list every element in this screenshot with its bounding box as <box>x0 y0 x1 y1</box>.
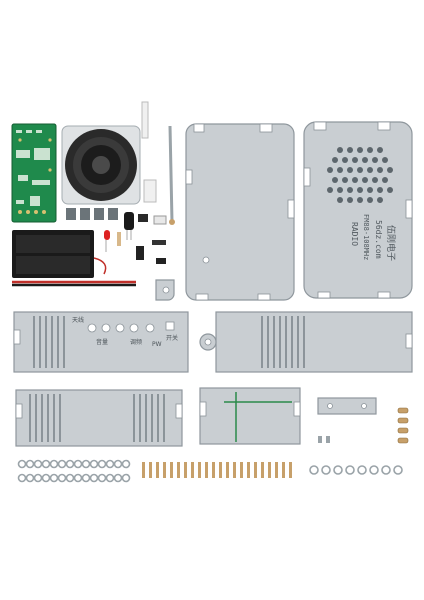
speaker-grille <box>327 147 393 203</box>
header-pins <box>141 101 157 203</box>
hex-nuts <box>309 465 403 475</box>
pcb-board <box>11 123 57 223</box>
side-panel-fins-right <box>199 311 413 373</box>
side-panel-controls: 天线 音量 调频 PW 开关 <box>13 311 189 373</box>
potentiometers <box>66 208 118 220</box>
battery-holder <box>12 230 136 287</box>
label-antenna: 天线 <box>72 316 84 324</box>
label-tuning: 调频 <box>130 338 142 346</box>
case-text-line2: 56dz.com <box>374 220 383 259</box>
capacitor <box>124 212 134 240</box>
switch-and-parts <box>136 214 167 264</box>
inner-bracket <box>199 387 301 445</box>
case-front-panel: 伍刚电子 56dz.com FM88-108MHz RADIO <box>303 121 413 299</box>
case-back-panel <box>185 123 295 301</box>
standoffs <box>142 462 292 478</box>
led <box>104 230 110 252</box>
resistor <box>117 232 121 246</box>
label-pw: PW <box>152 341 162 348</box>
brass-screws <box>397 407 409 444</box>
small-bolts <box>318 436 330 443</box>
speaker <box>61 125 141 205</box>
bracket-small <box>155 279 175 301</box>
label-power: 开关 <box>166 334 178 342</box>
case-text-line4: RADIO <box>350 222 359 246</box>
case-text-line1: 伍刚电子 <box>385 225 397 261</box>
antenna <box>168 125 175 225</box>
small-strip <box>317 397 377 415</box>
label-volume: 音量 <box>96 338 108 346</box>
washers-row-2 <box>17 473 131 483</box>
washers-row-1 <box>17 459 131 469</box>
case-text-line3: FM88-108MHz <box>362 214 370 260</box>
bottom-panel <box>15 389 183 447</box>
